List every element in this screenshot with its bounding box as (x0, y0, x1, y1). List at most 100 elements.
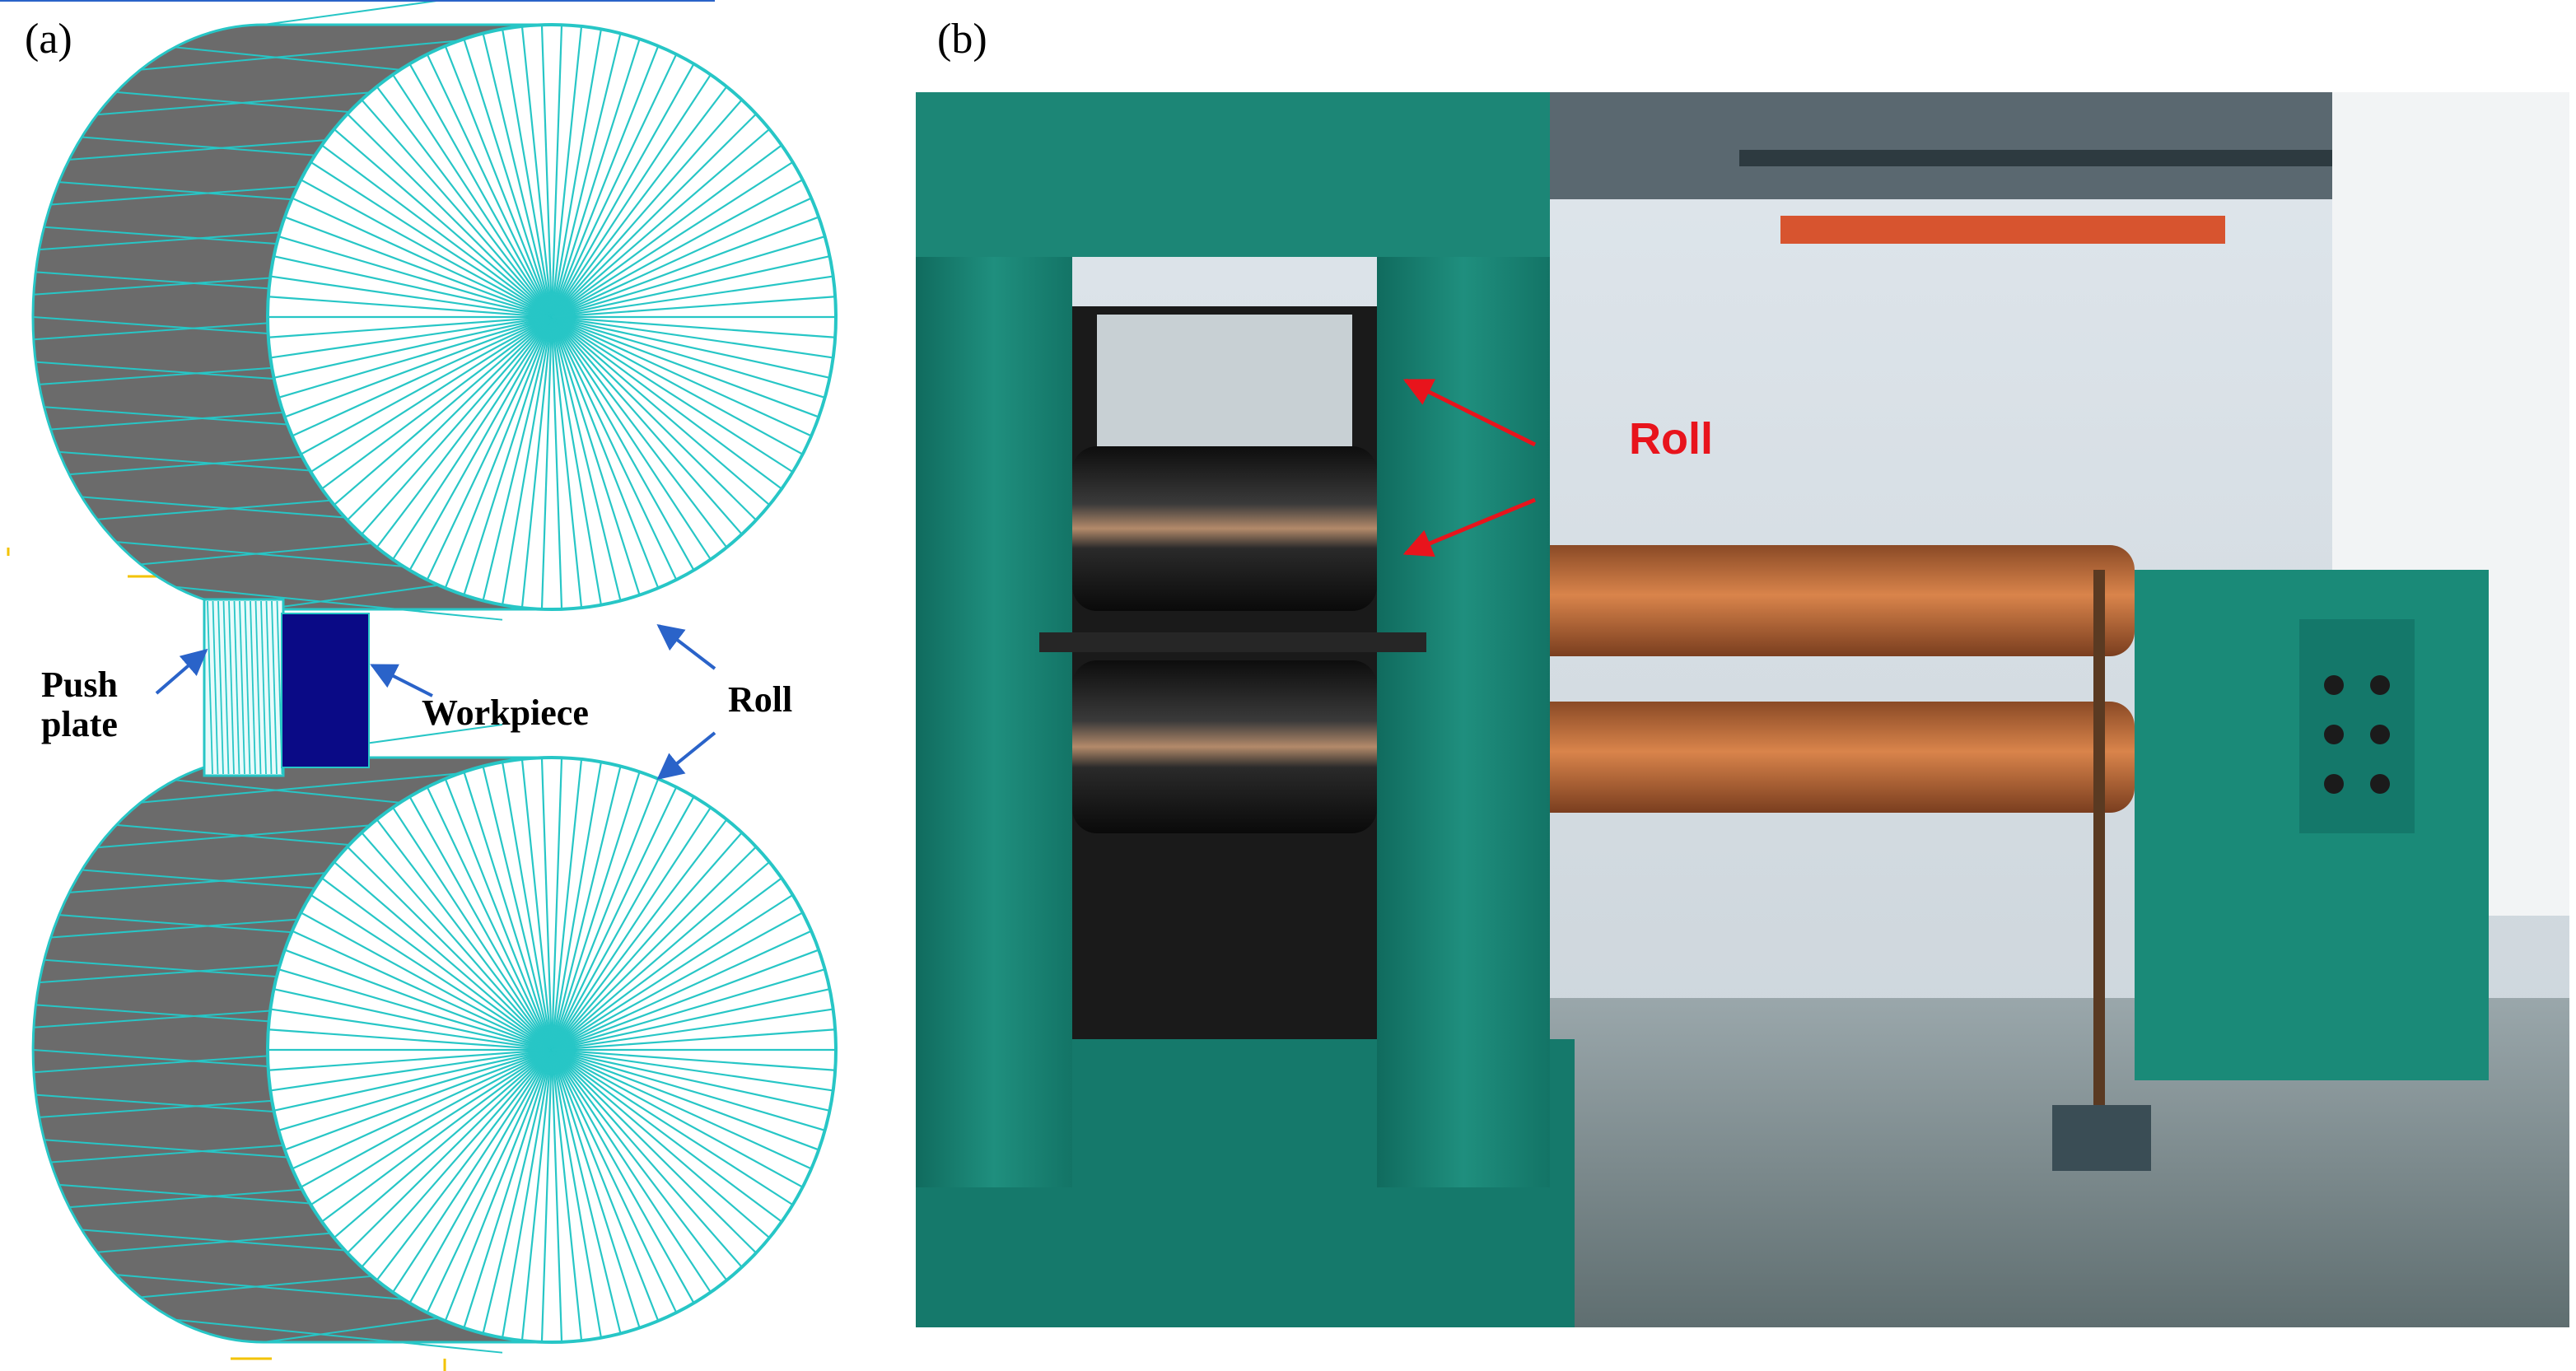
mesh-spoke (550, 1049, 583, 1341)
mesh-side-line (175, 585, 503, 621)
mesh-spoke (551, 275, 833, 319)
mesh-spoke (550, 316, 563, 609)
base-stand (2052, 1105, 2151, 1171)
mesh-spoke (310, 316, 553, 473)
roll-label-b: Roll (1629, 414, 1713, 464)
mesh-spoke (551, 315, 836, 338)
mesh-spoke (551, 1049, 712, 1293)
mesh-spoke (333, 1049, 553, 1239)
ceiling-beam (1739, 150, 2398, 166)
mesh-spoke (408, 796, 553, 1051)
mesh-spoke (426, 1049, 553, 1313)
mesh-spoke (463, 1049, 553, 1328)
roll-guide-plate (1039, 632, 1426, 652)
mesh-spoke (268, 315, 553, 338)
mesh-spoke (551, 74, 712, 318)
mesh-spoke (550, 316, 602, 605)
mesh-spoke (551, 1049, 771, 1239)
mesh-spoke (550, 1049, 660, 1322)
top-crosshead (916, 92, 1550, 257)
mesh-spoke (278, 315, 553, 399)
workpiece (281, 613, 370, 768)
plate-mesh-line (250, 600, 256, 775)
mesh-spoke (551, 1048, 812, 1170)
mesh-spoke (361, 1049, 553, 1268)
mesh-spoke (284, 1048, 553, 1151)
mesh-spoke (426, 316, 553, 581)
mesh-spoke (551, 1048, 825, 1131)
mesh-spoke (550, 26, 583, 318)
workpiece-label: Workpiece (422, 692, 589, 733)
mesh-spoke (361, 832, 553, 1051)
mesh-spoke (540, 1049, 553, 1342)
plate-mesh-line (271, 600, 278, 775)
mesh-spoke (292, 197, 553, 319)
mesh-spoke (551, 316, 678, 581)
mesh-spoke (408, 316, 553, 571)
lower-roll (1072, 660, 1377, 833)
mesh-spoke (321, 1049, 553, 1223)
mesh-spoke (551, 235, 825, 319)
mesh-spoke (551, 1008, 833, 1052)
mesh-spoke (463, 316, 553, 595)
mesh-spoke (321, 144, 553, 318)
mesh-spoke (551, 877, 782, 1051)
mesh-spoke (392, 316, 553, 560)
plate-mesh-line (217, 600, 224, 775)
mesh-spoke (550, 778, 660, 1051)
mesh-spoke (392, 807, 553, 1051)
panel-b-label: (b) (937, 16, 987, 63)
mesh-spoke (278, 1048, 553, 1131)
mesh-spoke (520, 316, 553, 609)
control-box (2299, 619, 2415, 833)
plate-mesh-line (244, 600, 251, 775)
mesh-spoke (550, 762, 602, 1051)
plate-mesh-line (254, 600, 262, 775)
mesh-spoke (551, 316, 757, 521)
mesh-spoke (551, 315, 830, 379)
mesh-spoke (540, 758, 553, 1051)
mesh-spoke (408, 1049, 553, 1303)
mesh-spoke (550, 1049, 563, 1342)
mesh-spoke (551, 315, 819, 418)
mesh-spoke (550, 33, 622, 318)
mesh-spoke (482, 1049, 553, 1334)
mesh-spoke (551, 315, 825, 399)
control-buttons (2324, 675, 2390, 794)
mesh-spoke (551, 1049, 743, 1268)
mesh-spoke (292, 930, 553, 1052)
mesh-spoke (444, 1049, 553, 1322)
mesh-spoke (502, 762, 553, 1051)
mesh-spoke (278, 968, 553, 1052)
mesh-spoke (550, 39, 641, 318)
mesh-spoke (376, 316, 553, 548)
mesh-spoke (550, 45, 660, 318)
mesh-spoke (392, 1049, 553, 1293)
mesh-spoke (551, 1048, 836, 1071)
plate-mesh-line (239, 600, 245, 775)
mesh-spoke (551, 99, 743, 318)
lower-spindle (1451, 702, 2135, 813)
mesh-spoke (550, 316, 641, 595)
mesh-spoke (551, 846, 757, 1051)
panel-a-label: (a) (25, 16, 72, 63)
mesh-spoke (520, 26, 553, 318)
push-plate-label: Push plate (41, 665, 118, 745)
mesh-spoke (268, 1048, 553, 1071)
mesh-spoke (551, 1049, 757, 1254)
rolling-mill-photo (916, 92, 2569, 1327)
mesh-spoke (550, 316, 622, 601)
right-post (1377, 142, 1550, 1187)
mesh-spoke (551, 1049, 782, 1223)
mesh-spoke (463, 772, 553, 1051)
mesh-spoke (273, 315, 553, 379)
mesh-spoke (551, 315, 812, 437)
mesh-spoke (551, 144, 782, 318)
mesh-spoke (273, 1048, 553, 1112)
mesh-spoke (273, 255, 553, 319)
mesh-spoke (408, 63, 553, 318)
mesh-spoke (482, 316, 553, 601)
mesh-spoke (361, 99, 553, 318)
plate-mesh-line (228, 600, 235, 775)
mesh-spoke (551, 786, 678, 1051)
